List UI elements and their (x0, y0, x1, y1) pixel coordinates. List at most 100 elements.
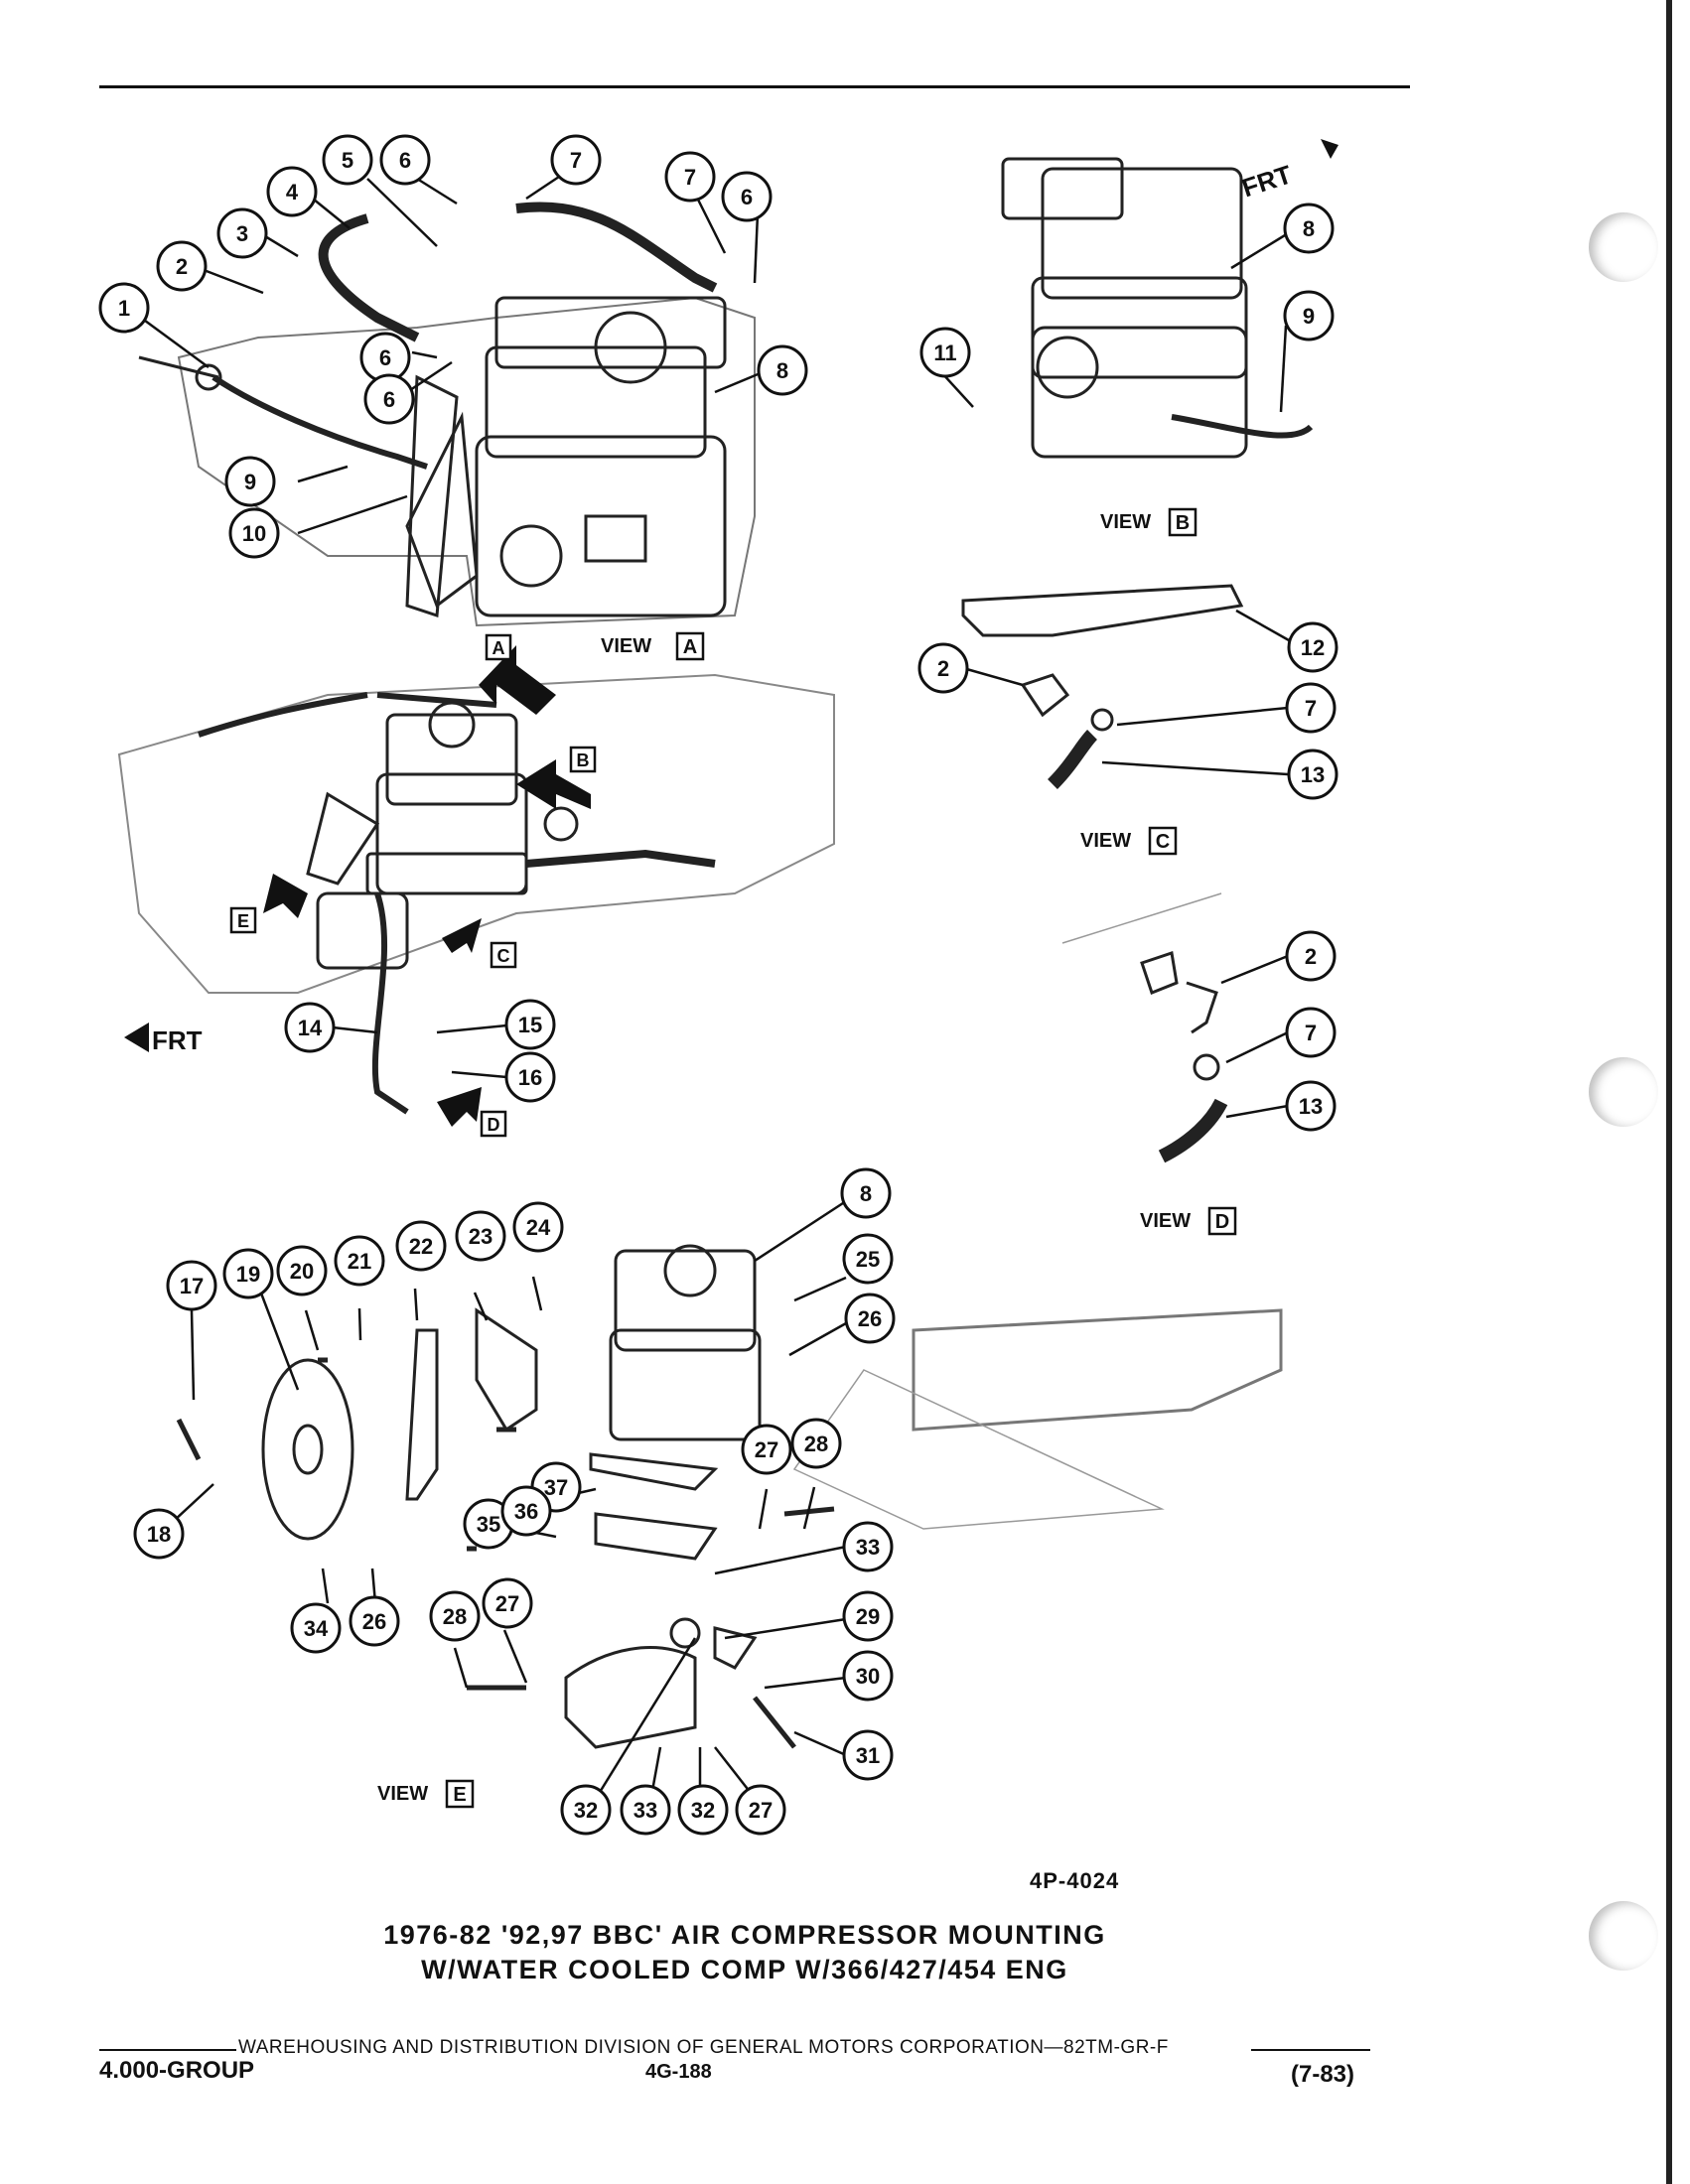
callout-2: 2 (917, 642, 969, 694)
callout-number: 5 (342, 148, 353, 173)
callout-number: 22 (409, 1234, 433, 1259)
callout-24: 24 (512, 1201, 564, 1253)
arrow-e-icon (263, 874, 308, 918)
callout-number: 7 (1305, 1021, 1317, 1045)
view-labels: VIEW A VIEW B VIEW C VIEW D VIEW E (377, 507, 1237, 1809)
callout-4: 4 (266, 166, 318, 217)
arrow-letter-d: D (488, 1115, 500, 1135)
binder-hole-top (1589, 212, 1658, 282)
callout-number: 11 (933, 341, 956, 365)
callout-number: 21 (348, 1249, 371, 1274)
footer-rule-right (1251, 2049, 1370, 2051)
callout-number: 30 (856, 1664, 880, 1689)
callout-number: 8 (860, 1181, 872, 1206)
callout-18: 18 (133, 1508, 185, 1560)
arrow-letter-boxes (229, 633, 597, 1138)
view-c-label: VIEW (1080, 830, 1131, 852)
callout-13: 13 (1285, 1080, 1337, 1132)
callout-11: 11 (919, 327, 971, 378)
arrow-d-icon (437, 1087, 482, 1127)
frt-arrow-left-icon (124, 1023, 149, 1052)
callout-number: 2 (176, 254, 188, 279)
arrow-b-icon (516, 759, 591, 809)
callout-27: 27 (735, 1784, 786, 1836)
callout-number: 4 (286, 180, 299, 205)
callout-6: 6 (721, 171, 773, 222)
callout-30: 30 (842, 1650, 894, 1702)
callout-25: 25 (842, 1233, 894, 1285)
callout-7: 7 (1285, 682, 1337, 734)
callout-number: 32 (574, 1798, 598, 1823)
callout-number: 28 (443, 1604, 467, 1629)
callout-36: 36 (500, 1485, 552, 1537)
callout-28: 28 (790, 1418, 842, 1469)
frt-label-top: FRT (1238, 159, 1295, 203)
view-b-letter: B (1176, 512, 1190, 534)
callout-27: 27 (741, 1424, 792, 1475)
callout-29: 29 (842, 1590, 894, 1642)
callout-33: 33 (842, 1521, 894, 1572)
callout-number: 17 (180, 1274, 204, 1298)
callout-34: 34 (290, 1602, 342, 1654)
leader-lines (140, 167, 1290, 1803)
arrow-letter-c: C (497, 946, 510, 966)
callout-8: 8 (840, 1167, 892, 1219)
callout-number: 24 (526, 1215, 551, 1240)
callout-number: 10 (242, 521, 266, 546)
caption-line-1: 1976-82 '92,97 BBC' AIR COMPRESSOR MOUNT… (383, 1920, 1106, 1950)
callout-number: 33 (634, 1798, 657, 1823)
caption-line-2: W/WATER COOLED COMP W/366/427/454 ENG (421, 1955, 1068, 1984)
callout-number: 27 (495, 1591, 519, 1616)
callout-7: 7 (1285, 1007, 1337, 1058)
callout-number: 13 (1301, 762, 1325, 787)
callout-26: 26 (844, 1293, 896, 1344)
callout-number: 26 (858, 1306, 882, 1331)
callout-10: 10 (228, 507, 280, 559)
callout-number: 34 (304, 1616, 329, 1641)
callout-number: 14 (298, 1016, 323, 1040)
callout-number: 16 (518, 1065, 542, 1090)
callout-number: 28 (804, 1432, 828, 1456)
callout-number: 18 (147, 1522, 171, 1547)
callout-number: 23 (469, 1224, 493, 1249)
callout-number: 7 (684, 165, 696, 190)
direction-arrows (124, 139, 1338, 1127)
callout-8: 8 (1283, 203, 1335, 254)
callout-number: 9 (1303, 304, 1315, 329)
callout-6: 6 (363, 373, 415, 425)
callout-17: 17 (166, 1260, 217, 1311)
arrow-letters: A B C D E (237, 638, 590, 1135)
callout-3: 3 (216, 207, 268, 259)
callout-number: 6 (383, 387, 395, 412)
callout-number: 19 (236, 1262, 260, 1287)
callout-number: 7 (1305, 696, 1317, 721)
callout-number: 36 (514, 1499, 538, 1524)
view-d-letter: D (1215, 1211, 1229, 1233)
callout-number: 8 (1303, 216, 1315, 241)
callout-28: 28 (429, 1590, 481, 1642)
callout-number: 6 (399, 148, 411, 173)
callout-12: 12 (1287, 621, 1338, 673)
figure-id: 4P-4024 (1030, 1868, 1120, 1893)
callout-6: 6 (359, 332, 411, 383)
footer-publisher: WAREHOUSING AND DISTRIBUTION DIVISION OF… (238, 2037, 1169, 2058)
callout-number: 13 (1299, 1094, 1323, 1119)
callout-33: 33 (620, 1784, 671, 1836)
view-d-label: VIEW (1140, 1210, 1191, 1232)
callout-number: 15 (518, 1013, 542, 1037)
callout-number: 25 (856, 1247, 880, 1272)
callout-7: 7 (550, 134, 602, 186)
view-c-letter: C (1156, 831, 1170, 853)
callout-31: 31 (842, 1729, 894, 1781)
callout-2: 2 (1285, 930, 1337, 982)
callout-13: 13 (1287, 749, 1338, 800)
view-a-label: VIEW (601, 635, 651, 657)
callout-number: 35 (477, 1512, 500, 1537)
footer-page-number: 4G-188 (645, 2061, 712, 2083)
callout-number: 20 (290, 1259, 314, 1284)
binder-hole-middle (1589, 1057, 1658, 1127)
callout-32: 32 (677, 1784, 729, 1836)
callout-9: 9 (224, 456, 276, 507)
